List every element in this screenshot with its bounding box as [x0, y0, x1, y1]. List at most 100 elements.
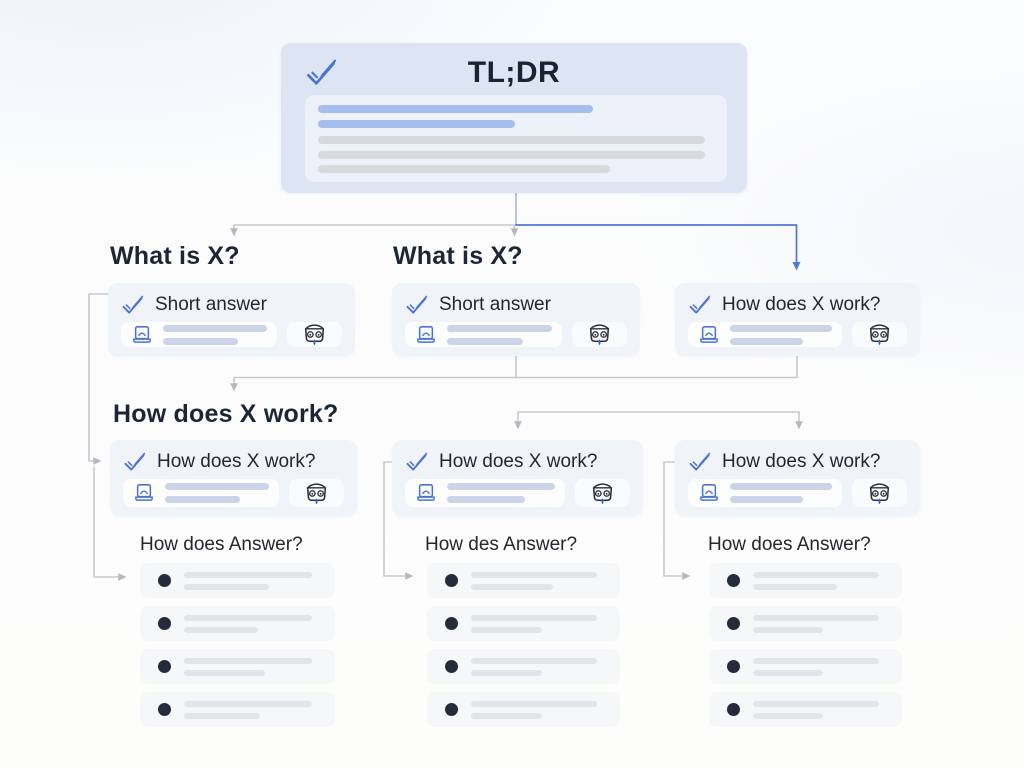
check-icon [123, 452, 146, 471]
card-label: How does X work? [157, 450, 316, 472]
placeholder-line [165, 483, 269, 490]
card-label: Short answer [155, 293, 267, 315]
node-card-short-answer-2[interactable]: Short answer [392, 283, 640, 356]
placeholder-line [447, 483, 555, 490]
placeholder-line [753, 571, 880, 578]
placeholder-line [184, 626, 258, 633]
answer-heading-1: How does Answer? [140, 534, 303, 555]
bullet-dot [445, 660, 458, 673]
placeholder-bar [318, 120, 515, 128]
list-item[interactable] [140, 606, 335, 641]
placeholder-line [753, 669, 823, 676]
placeholder-line [184, 657, 312, 664]
card-header: Short answer [405, 293, 627, 316]
list-item[interactable] [709, 606, 902, 641]
bullet-dot [158, 660, 171, 673]
check-icon [688, 295, 711, 314]
placeholder-line [163, 337, 238, 345]
placeholder-line [730, 324, 832, 332]
bullet-dot [445, 574, 458, 587]
placeholder-line [753, 657, 880, 664]
list-item[interactable] [427, 649, 620, 684]
placeholder-line [184, 571, 312, 578]
node-card-how-does-x-work-2[interactable]: How does X work? [392, 440, 643, 516]
card-header: How does X work? [688, 293, 907, 316]
connector-left-rail-to-card [88, 293, 109, 465]
doodle-badge-icon [289, 479, 344, 507]
bullet-dot [727, 660, 740, 673]
placeholder-line [163, 324, 267, 332]
list-item[interactable] [140, 563, 335, 598]
connector-root-to-how-card [515, 224, 801, 271]
card-content-placeholder [405, 322, 562, 347]
placeholder-line [753, 712, 823, 719]
node-card-how-does-x-work-3[interactable]: How does X work? [675, 440, 920, 516]
placeholder-line [730, 337, 804, 345]
node-card-how-does-x-work-top[interactable]: How does X work? [675, 283, 920, 356]
placeholder-line [184, 669, 265, 676]
connector-left-rail-to-list [93, 466, 127, 581]
placeholder-line [184, 583, 269, 590]
laptop-icon [415, 325, 437, 345]
list-item[interactable] [709, 692, 902, 727]
placeholder-line [753, 614, 880, 621]
tldr-summary-panel [305, 95, 727, 182]
list-item[interactable] [709, 649, 902, 684]
node-card-short-answer-1[interactable]: Short answer [108, 283, 355, 356]
heading-what-is-x-1: What is X? [110, 242, 240, 270]
placeholder-line [730, 483, 832, 490]
card-label: How does X work? [722, 293, 881, 315]
heading-what-is-x-2: What is X? [393, 242, 523, 270]
placeholder-line [447, 496, 525, 503]
card-content-placeholder [405, 479, 565, 507]
bullet-dot [158, 574, 171, 587]
bullet-dot [158, 617, 171, 630]
placeholder-line [471, 583, 554, 590]
list-item[interactable] [427, 692, 620, 727]
check-icon [121, 295, 144, 314]
placeholder-bar [318, 151, 705, 159]
placeholder-line [471, 571, 598, 578]
card-content-placeholder [121, 322, 277, 347]
card-header: How does X work? [405, 450, 630, 473]
placeholder-line [184, 614, 312, 621]
connector-card3-down-to-heading2 [230, 355, 798, 392]
bullet-dot [445, 703, 458, 716]
bullet-dot [727, 617, 740, 630]
answer-heading-3: How does Answer? [708, 534, 871, 555]
placeholder-line [730, 496, 804, 503]
placeholder-line [447, 324, 552, 332]
check-icon [405, 452, 428, 471]
node-card-how-does-x-work-1[interactable]: How does X work? [110, 440, 357, 516]
card-header: Short answer [121, 293, 342, 316]
check-icon [688, 452, 711, 471]
placeholder-line [184, 712, 261, 719]
list-item[interactable] [709, 563, 902, 598]
placeholder-line [471, 657, 598, 664]
answer-list-column-3 [709, 563, 902, 727]
list-item[interactable] [140, 692, 335, 727]
tldr-card[interactable]: TL;DR [281, 43, 747, 193]
connector-root-to-heading-left [230, 224, 517, 237]
placeholder-line [471, 669, 543, 676]
doodle-badge-icon [572, 322, 627, 347]
laptop-icon [698, 325, 720, 345]
list-item[interactable] [140, 649, 335, 684]
bullet-dot [158, 703, 171, 716]
list-item[interactable] [427, 606, 620, 641]
placeholder-bar [318, 165, 610, 173]
answer-list-column-2 [427, 563, 620, 727]
answer-list-column-1 [140, 563, 335, 727]
placeholder-line [753, 583, 837, 590]
card-body [123, 479, 344, 507]
doodle-badge-icon [852, 479, 907, 507]
connector-mid-rail-to-list [383, 461, 414, 580]
card-body [121, 322, 342, 347]
placeholder-line [471, 626, 543, 633]
heading-how-does-x-work: How does X work? [113, 400, 339, 428]
card-body [405, 322, 627, 347]
answer-heading-2: How des Answer? [425, 534, 578, 555]
card-content-placeholder [688, 479, 842, 507]
list-item[interactable] [427, 563, 620, 598]
